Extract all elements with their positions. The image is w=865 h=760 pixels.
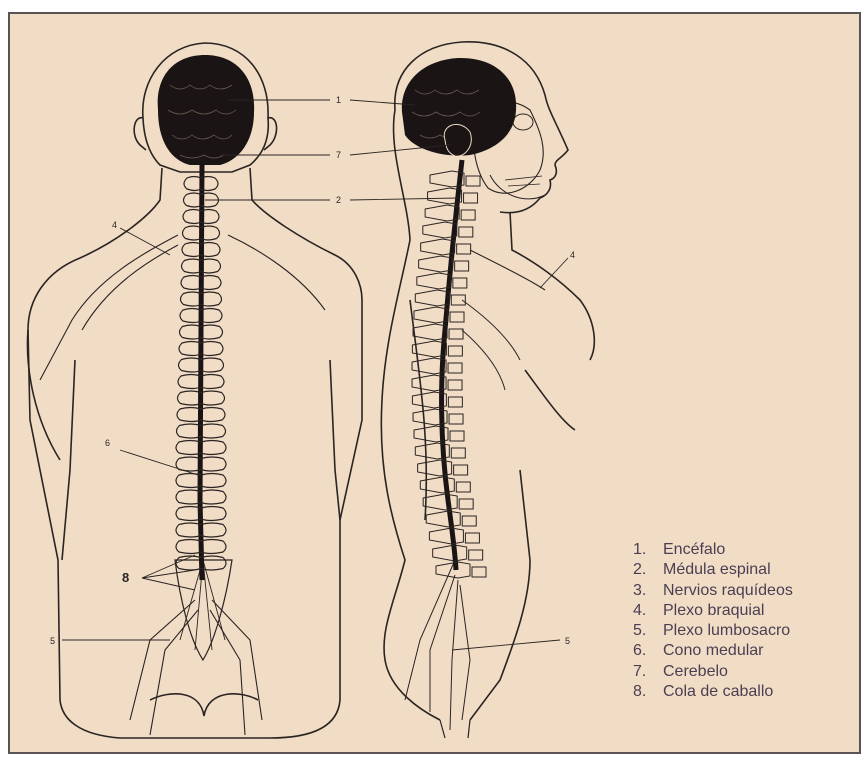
side-vertebra [428,188,478,204]
side-vertebra [412,341,462,357]
back-buttocks [150,694,258,716]
legend: 1.Encéfalo 2.Médula espinal 3.Nervios ra… [633,540,859,702]
side-vertebra [414,426,464,442]
leader-plexo-side [540,258,568,288]
side-cerebellum [444,124,471,156]
callout-cola-caballo: 8 [122,570,129,585]
back-arm-right-inner [330,360,340,520]
side-front-line [510,212,594,360]
side-vertebra [412,392,462,408]
side-lumbo-3 [450,580,458,730]
side-vertebra [412,358,462,374]
back-ear-right [264,118,277,150]
legend-item: 1.Encéfalo [633,540,859,560]
side-vertebra [423,222,473,238]
side-vertebra [436,562,486,578]
leader-plexo-back [120,228,170,255]
side-vertebra [413,324,463,340]
leader-encefalo [228,100,415,105]
side-back-line [381,110,440,720]
legend-item: 7.Cerebelo [633,662,859,682]
back-arm-left-inner [62,360,75,560]
legend-item: 8.Cola de caballo [633,682,859,702]
side-vertebra [430,171,480,187]
back-lumbo-1 [130,600,195,720]
leader-medula [205,198,458,200]
callout-medula: 2 [336,195,341,205]
side-chest [525,370,575,430]
side-eye-socket [513,114,533,130]
side-belly [470,470,530,720]
callout-cerebelo: 7 [336,150,341,160]
side-leg [440,720,470,738]
legend-item: 6.Cono medular [633,641,859,661]
callout-plexo-braquial-side: 4 [570,250,575,260]
callout-leaders [62,100,568,650]
side-vertebra [413,409,463,425]
side-arm [410,300,426,520]
legend-item: 4.Plexo braquial [633,601,859,621]
side-vertebra [415,290,465,306]
side-vertebra [421,239,471,255]
side-vertebra [414,307,464,323]
callout-plexo-braquial-back: 4 [112,220,117,230]
side-vertebra [433,545,483,561]
side-vertebra [417,273,467,289]
side-teeth [505,176,542,186]
legend-item: 5.Plexo lumbosacro [633,621,859,641]
side-intercostal-2 [462,330,505,390]
legend-item: 3.Nervios raquídeos [633,581,859,601]
side-lumbo-4 [460,585,470,720]
back-brain [158,55,254,165]
side-intercostal-1 [462,300,520,360]
back-torso-left [28,168,200,738]
side-vertebra [419,256,469,272]
leader-cerebelo [220,145,450,155]
legend-item: 2.Médula espinal [633,560,859,580]
back-brachial-left2 [82,245,178,330]
callout-plexo-lumbosacro-back: 5 [50,636,55,646]
side-vertebra [425,205,475,221]
callout-plexo-lumbosacro-side: 5 [565,636,570,646]
side-brachial [470,250,545,290]
callout-encefalo: 1 [336,95,341,105]
back-torso-right [250,168,362,300]
callout-cono-medular: 6 [105,438,110,448]
back-arm-left [27,330,60,460]
back-brachial-right [228,235,325,310]
back-lumbo-2 [150,610,198,735]
back-torso-right-lower [200,300,362,738]
